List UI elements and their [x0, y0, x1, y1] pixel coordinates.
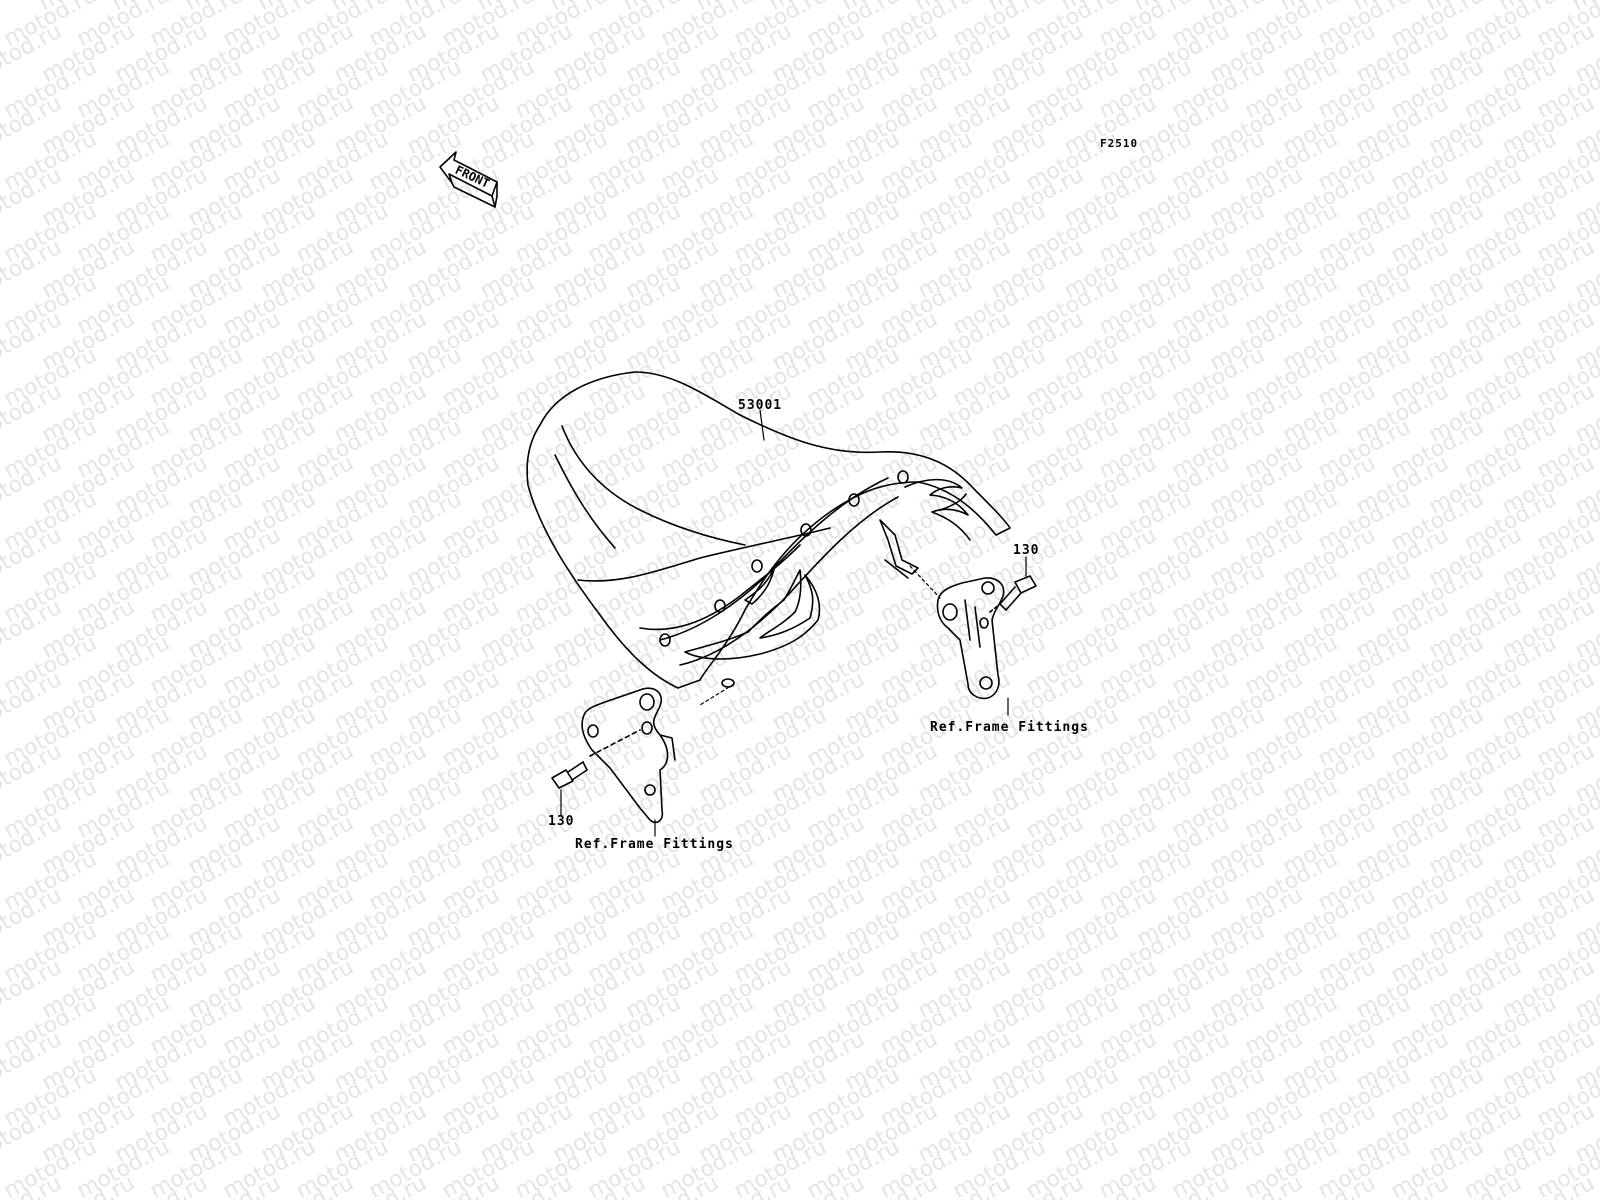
callout-53001: 53001 — [738, 398, 783, 413]
front-arrow-icon — [439, 151, 498, 208]
right-bolt-130 — [989, 575, 1037, 613]
leader-53001 — [759, 409, 765, 441]
seat-cushion — [526, 371, 1011, 689]
diagram-code: F2510 — [1100, 137, 1139, 150]
left-mounting-bracket — [581, 687, 676, 824]
callout-130-left: 130 — [548, 814, 575, 829]
leader-seat-left-bracket — [699, 683, 735, 706]
left-bolt-130 — [551, 729, 641, 789]
callout-ref-frame-fittings-left: Ref.Frame Fittings — [575, 837, 734, 852]
callout-130-right: 130 — [1013, 543, 1040, 558]
leader-seat-right-bracket — [909, 565, 941, 599]
leader-lines — [560, 409, 1027, 837]
callout-ref-frame-fittings-right: Ref.Frame Fittings — [930, 720, 1089, 735]
right-mounting-bracket — [936, 577, 1005, 700]
